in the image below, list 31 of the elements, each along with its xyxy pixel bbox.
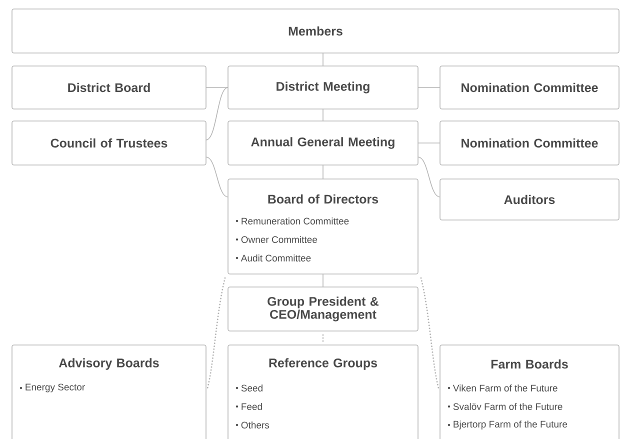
connector-line (418, 87, 440, 88)
org-box: Council of Trustees (12, 120, 206, 166)
bullet-item: Svalöv Farm of the Future (448, 403, 562, 410)
org-box: Nomination Committee (440, 66, 620, 110)
org-box: Group President & CEO/Management (228, 286, 418, 332)
bullet-item: Viken Farm of the Future (448, 384, 558, 392)
connector-line (322, 52, 324, 66)
connector-line (322, 164, 324, 180)
org-box: District Board (12, 66, 206, 110)
org-box: Auditors (440, 178, 620, 220)
connector-line (206, 156, 228, 198)
connector-line (322, 274, 324, 288)
connector-line (420, 277, 440, 391)
bullet-item: Owner Committee (236, 236, 318, 243)
bullet-item: Others (236, 422, 270, 428)
bullet-item: Seed (236, 384, 262, 392)
org-box: Nomination Committee (440, 120, 620, 166)
bullet-item: Audit Committee (236, 254, 311, 262)
bullet-item: Energy Sector (20, 384, 85, 392)
connector-line (322, 108, 324, 122)
org-box: District Meeting (228, 66, 418, 110)
connector-line (206, 87, 228, 88)
connector-line (418, 142, 440, 144)
bullet-item: Bjertorp Farm of the Future (448, 420, 568, 430)
org-box: Members (12, 8, 620, 54)
org-box: Annual General Meeting (228, 120, 418, 166)
bullet-item: Remuneration Committee (236, 218, 349, 224)
connector-line (206, 277, 226, 391)
connector-line (206, 87, 228, 140)
bullet-item: Feed (236, 403, 262, 410)
connector-line (418, 156, 440, 198)
